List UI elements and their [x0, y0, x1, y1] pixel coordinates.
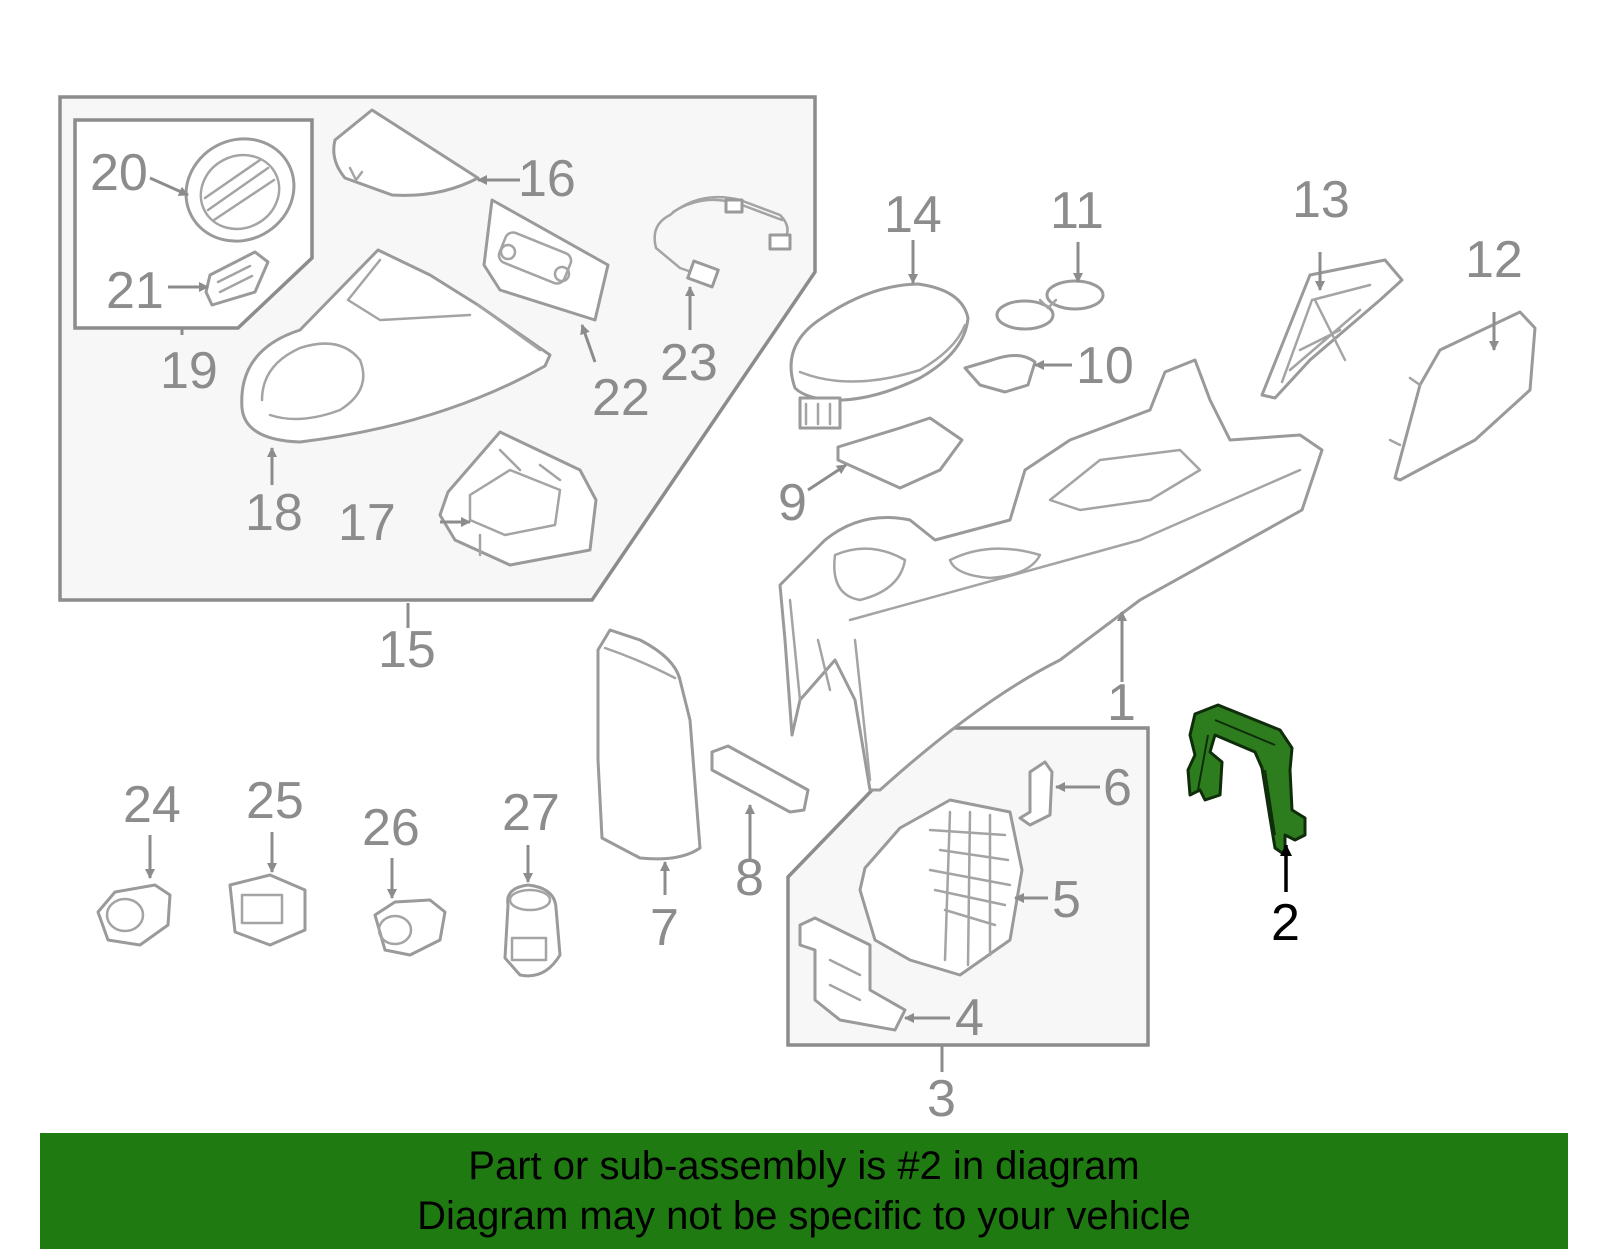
callout-2: 2 [1271, 894, 1300, 952]
part-21-switch [204, 250, 270, 307]
callout-20: 20 [90, 144, 148, 202]
callout-23: 23 [660, 334, 718, 392]
part-23-wire-harness [653, 195, 792, 289]
banner-line-2: Diagram may not be specific to your vehi… [417, 1194, 1191, 1238]
part-14-armrest-lid [789, 282, 970, 430]
part-10-clip [963, 354, 1037, 394]
part-13-side-panel [1260, 258, 1404, 400]
part-1-console-body [778, 358, 1324, 792]
callout-7: 7 [650, 899, 679, 957]
part-5-storage-box [858, 798, 1024, 977]
part-2-bracket-highlighted [1186, 703, 1307, 857]
callout-17: 17 [338, 494, 396, 552]
part-26-switch [373, 898, 447, 957]
callout-19: 19 [160, 342, 218, 400]
leader-lines [145, 175, 1499, 1072]
part-4-bracket [798, 916, 907, 1032]
callout-9: 9 [778, 474, 807, 532]
callout-26: 26 [362, 799, 420, 857]
callout-24: 24 [123, 776, 181, 834]
callout-16: 16 [518, 150, 576, 208]
callout-1: 1 [1107, 674, 1136, 732]
part-17-bracket [438, 430, 598, 567]
callout-11: 11 [1050, 182, 1104, 240]
info-banner: Part or sub-assembly is #2 in diagram Di… [40, 1133, 1568, 1249]
callout-5: 5 [1052, 871, 1081, 929]
part-16-cover [332, 108, 480, 197]
callout-14: 14 [884, 186, 942, 244]
part-12-side-panel [1388, 310, 1537, 482]
part-20-bezel-ring [184, 137, 296, 243]
callout-21: 21 [106, 262, 164, 320]
banner-line-1: Part or sub-assembly is #2 in diagram [468, 1144, 1140, 1188]
part-25-socket [228, 873, 307, 947]
callout-22: 22 [592, 369, 650, 427]
callout-18: 18 [245, 484, 303, 542]
callout-6: 6 [1103, 759, 1132, 817]
callout-27: 27 [502, 784, 560, 842]
part-11-cup-rings [995, 279, 1105, 331]
callout-8: 8 [735, 849, 764, 907]
part-9-mat [836, 416, 964, 490]
callout-4: 4 [955, 989, 984, 1047]
part-24-outlet [96, 883, 172, 947]
part-27-switch [503, 883, 562, 978]
callout-15: 15 [378, 621, 436, 679]
part-22-switch-panel [482, 198, 610, 322]
part-18-console-bezel [240, 248, 552, 444]
callout-10: 10 [1076, 337, 1134, 395]
part-6-clip [1018, 760, 1054, 827]
callout-25: 25 [246, 772, 304, 830]
callout-3: 3 [927, 1070, 956, 1128]
part-7-side-trim [596, 628, 702, 861]
part-8-strip [710, 744, 810, 814]
callout-12: 12 [1465, 231, 1523, 289]
callout-13: 13 [1292, 171, 1350, 229]
